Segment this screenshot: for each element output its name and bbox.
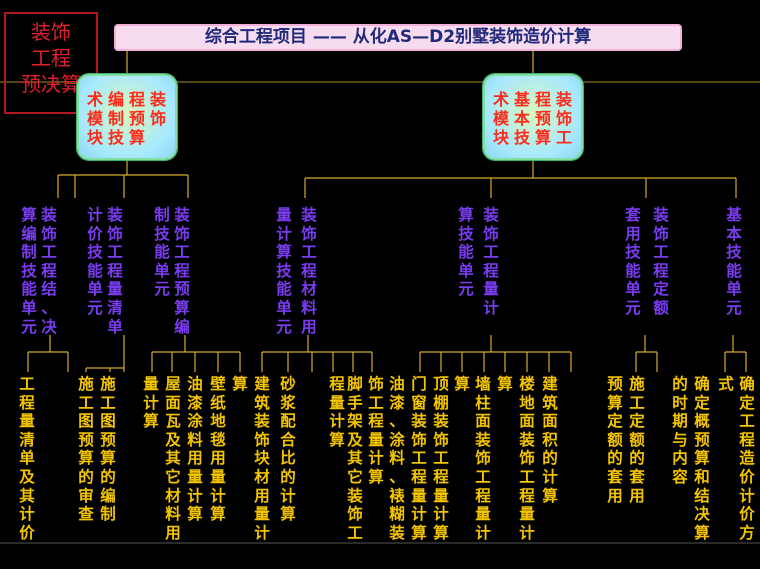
hub-left-col-3: 编制技 (107, 90, 124, 147)
unit-basic-col-1: 基本技能单元 (726, 206, 742, 317)
task-paint-finish-col-2: 饰工程量计算 (368, 375, 384, 486)
task-ceiling: 顶棚装饰工程量计算 (433, 375, 449, 542)
hub-right-col-1: 装饰工 (555, 90, 572, 147)
task-estimate-col-2: 的时期与内容 (672, 375, 688, 486)
task-budget-compile: 施工图预算的编制 (100, 375, 116, 524)
unit-settlement-col-2: 算编制技能单元 (21, 206, 37, 336)
task-estimate-col-1: 确定概预算和结决算 (694, 375, 710, 542)
task-pricing-method-col-1: 确定工程造价计价方 (739, 375, 755, 542)
task-paint-coating: 油漆涂料用量计算 (187, 375, 203, 524)
project-banner: 综合工程项目 —— 从化AS—D2别墅装饰造价计算 (114, 24, 682, 51)
task-block-col-1: 建筑装饰块材用量计 (254, 375, 270, 542)
task-roof-tile-col-1: 屋面瓦及其它材料用 (165, 375, 181, 542)
unit-quota-col-2: 套用技能单元 (625, 206, 641, 317)
unit-settlement-col-1: 装饰工程结、决 (41, 206, 57, 336)
unit-material-col-1: 装饰工程材料用 (301, 206, 317, 336)
task-scaffold-col-2: 程量计算 (329, 375, 345, 449)
task-roof-tile-col-2: 量计算 (143, 375, 159, 431)
hub-left-col-4: 术模块 (86, 90, 103, 147)
task-construction-quota: 施工定额的套用 (629, 375, 645, 505)
title-line-1: 装饰 (31, 20, 71, 44)
unit-budget-col-2: 制技能单元 (154, 206, 170, 299)
task-floor-col-1: 楼地面装饰工程量计 (519, 375, 535, 542)
task-block-col-2: 算 (232, 375, 248, 393)
unit-budget-col-1: 装饰工程预算编 (174, 206, 190, 336)
title-line-2: 工程 (31, 46, 71, 70)
hub-right-col-4: 术模块 (492, 90, 509, 147)
task-budget-quota: 预算定额的套用 (607, 375, 623, 505)
hub-budget-compilation: 装饰 程预算 编制技 术模块 (77, 74, 177, 160)
unit-bill-col-1: 装饰工程量清单 (107, 206, 123, 336)
task-wall-col-2: 算 (454, 375, 470, 393)
unit-quantity-col-1: 装饰工程量计 (483, 206, 499, 317)
hub-left-col-2: 程预算 (128, 90, 145, 147)
task-mortar-mix: 砂浆配合比的计算 (280, 375, 296, 524)
task-floor-col-2: 算 (497, 375, 513, 393)
task-wallpaper-carpet: 壁纸地毯用量计算 (210, 375, 226, 524)
title-line-3: 预决算 (21, 72, 81, 96)
task-floor-area: 建筑面积的计算 (542, 375, 558, 505)
unit-bill-col-2: 计价技能单元 (87, 206, 103, 317)
task-pricing-method-col-2: 式 (718, 375, 734, 393)
hub-basic-skills: 装饰工 程预算 基本技 术模块 (483, 74, 583, 160)
unit-quota-col-1: 装饰工程定额 (653, 206, 669, 317)
hub-right-col-2: 程预算 (534, 90, 551, 147)
task-paint-finish-col-1: 油漆、涂料、裱糊装 (389, 375, 405, 542)
task-budget-review: 施工图预算的审查 (78, 375, 94, 524)
task-bill-pricing: 工程量清单及其计价 (19, 375, 35, 542)
unit-material-col-2: 量计算技能单元 (276, 206, 292, 336)
task-door-window: 门窗装饰工程量计算 (411, 375, 427, 542)
hub-right-col-3: 基本技 (513, 90, 530, 147)
task-scaffold-col-1: 脚手架及其它装饰工 (347, 375, 363, 542)
hub-left-col-1: 装饰 (149, 90, 166, 128)
task-wall-col-1: 墙柱面装饰工程量计 (475, 375, 491, 542)
title-box: 装饰 工程 预决算 (4, 12, 98, 114)
unit-quantity-col-2: 算技能单元 (458, 206, 474, 299)
